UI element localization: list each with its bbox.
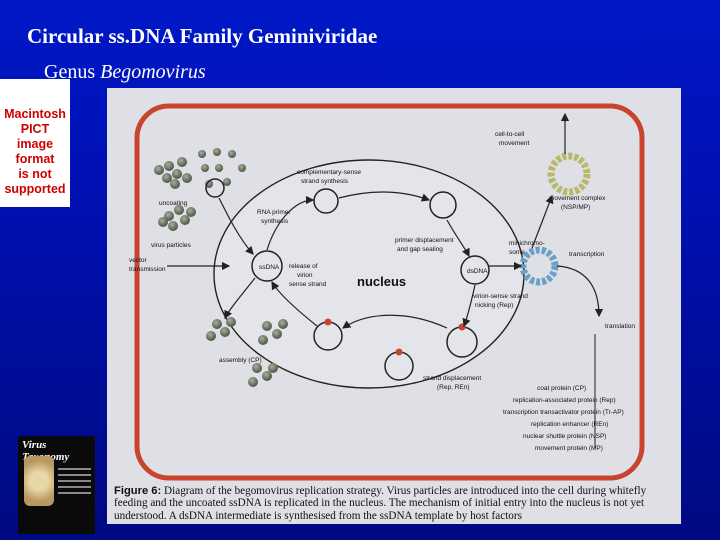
book-cover-virus-image (24, 456, 54, 506)
label-primer-displacement: primer displacement (395, 237, 454, 244)
protein-item: replication-associated protein (Rep) (513, 397, 616, 404)
dsdna-circle (460, 255, 490, 285)
label-rep-ren: (Rep, REn) (437, 384, 470, 391)
rep-marker (395, 348, 403, 356)
protein-item: replication enhancer (REn) (531, 421, 608, 428)
arrow-rolling-to-ssdna (271, 280, 318, 327)
slide-subtitle: Genus Begomovirus (44, 61, 206, 84)
arrow-ssdna-to-assembly (224, 277, 256, 320)
label-rna-primer: RNA primer (257, 209, 291, 216)
label-cell-to-cell: cell-to-cell (495, 131, 525, 138)
label-complementary: complementary-sense (297, 169, 361, 176)
label-release-of: release of (289, 263, 318, 270)
label-ssdna: ssDNA (259, 264, 280, 271)
label-assembly: assembly (CP) (219, 357, 262, 364)
protein-item: transcription transactivator protein (Tr… (503, 409, 624, 416)
ssdna-circle (205, 178, 225, 198)
placeholder-text: Macintosh PICT image format is not suppo… (0, 107, 70, 196)
label-movement: movement (499, 140, 530, 147)
protein-item: movement protein (MP) (535, 445, 603, 452)
label-movement-complex: movement complex (549, 195, 606, 202)
book-cover-image: Virus Taxonomy (18, 436, 95, 534)
label-gap-sealing: and gap sealing (397, 246, 443, 253)
label-uncoating: uncoating (159, 200, 188, 207)
label-minichromo: minichromo- (509, 240, 545, 247)
label-nucleus: nucleus (357, 274, 406, 289)
label-nsp-mp: (NSP/MP) (561, 204, 590, 211)
primer-circle (429, 191, 457, 219)
label-vector: vector (129, 257, 148, 264)
label-sense-strand: sense strand (289, 281, 327, 288)
label-virion: virion (297, 272, 313, 279)
arrow-minichromosome-to-movement (531, 194, 554, 249)
slide-title: Circular ss.DNA Family Geminiviridae (27, 24, 378, 48)
subtitle-genus: Begomovirus (100, 61, 206, 83)
unsupported-image-placeholder: Macintosh PICT image format is not suppo… (0, 79, 70, 207)
minichromosome (519, 246, 559, 286)
label-virus-particles: virus particles (151, 242, 191, 249)
label-synthesis: synthesis (261, 218, 289, 225)
virus-particles-mid (158, 205, 196, 231)
placeholder-line: Macintosh PICT (4, 107, 66, 136)
book-cover-text-lines (58, 464, 91, 504)
movement-complex (547, 152, 591, 196)
cell-wall (134, 103, 645, 481)
label-some: some (509, 249, 525, 256)
arrow-ssdna-to-complementary (266, 195, 315, 251)
virus-particles-top (154, 148, 246, 189)
caption-label: Figure 6: (114, 484, 162, 497)
replication-diagram: uncoating virus particles vector transmi… (107, 88, 681, 524)
subtitle-prefix: Genus (44, 61, 101, 83)
label-transcription: transcription (569, 251, 605, 258)
diagram-svg: uncoating virus particles vector transmi… (129, 103, 645, 481)
protein-item: nuclear shuttle protein (NSP) (523, 433, 606, 440)
label-transmission: transmission (129, 266, 166, 273)
label-strand-displacement: strand displacement (423, 375, 481, 382)
ssdna-nuclear-circle (251, 250, 283, 282)
arrow-uncoating-to-nucleus (218, 197, 254, 255)
arrow-transcription-to-translation (556, 265, 604, 318)
rep-marker (324, 318, 332, 326)
arrow-nicked-to-rolling (342, 314, 448, 329)
label-dsdna: dsDNA (467, 268, 488, 275)
protein-item: coat protein (CP) (537, 385, 586, 392)
caption-text: Diagram of the begomovirus replication s… (114, 484, 647, 522)
arrow-primer-to-dsdna (446, 219, 470, 258)
figure-caption: Figure 6: Diagram of the begomovirus rep… (114, 485, 674, 523)
placeholder-line: is not supported (4, 167, 66, 196)
placeholder-line: image format (15, 137, 55, 166)
label-nicking-rep: nicking (Rep) (475, 302, 513, 309)
assembled-virions (206, 317, 288, 387)
label-virion-sense-nicking: virion-sense strand (473, 293, 528, 300)
label-strand-synthesis: strand synthesis (301, 178, 349, 185)
arrow-dsdna-to-nicked (462, 284, 476, 328)
arrow-complementary-to-primer (338, 191, 431, 202)
label-translation: translation (605, 323, 635, 330)
